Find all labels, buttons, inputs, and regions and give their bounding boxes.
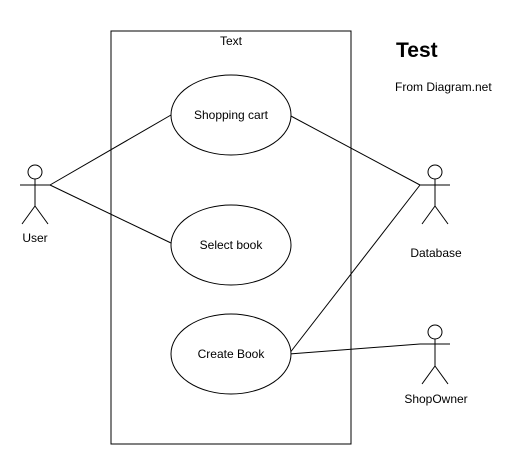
actor-right-leg <box>434 205 449 225</box>
use-case-ellipse <box>170 74 292 156</box>
actor-label-user: User <box>22 231 47 245</box>
actor-left-leg <box>421 365 436 385</box>
use-case-ellipse <box>170 204 292 286</box>
actor-left-leg <box>421 205 436 225</box>
actor-user[interactable] <box>20 164 50 225</box>
use-case-select-book[interactable]: Select book <box>170 204 292 286</box>
actor-head <box>27 164 43 180</box>
diagram-subtitle: From Diagram.net <box>395 80 492 94</box>
use-case-create-book[interactable]: Create Book <box>170 313 292 395</box>
use-case-label-shopping-cart: Shopping cart <box>194 108 269 122</box>
association-create-book-database <box>288 184 421 355</box>
actor-label-shop-owner: ShopOwner <box>404 392 467 406</box>
association-create-book-shopowner <box>288 343 421 355</box>
actor-label-database: Database <box>410 246 462 260</box>
actor-right-leg <box>34 205 49 225</box>
actor-right-leg <box>434 365 449 385</box>
use-case-ellipse <box>170 313 292 395</box>
use-case-shopping-cart[interactable]: Shopping cart <box>170 74 292 156</box>
actor-left-leg <box>21 205 36 225</box>
actor-head <box>427 324 443 340</box>
association-user-select-book <box>49 184 172 244</box>
system-boundary <box>110 30 352 445</box>
use-case-label-select-book: Select book <box>200 238 264 252</box>
actor-head <box>427 164 443 180</box>
system-boundary-label: Text <box>220 34 243 48</box>
use-case-label-create-book: Create Book <box>198 347 266 361</box>
actor-shop-owner[interactable] <box>420 324 450 385</box>
actor-database[interactable] <box>420 164 450 225</box>
association-shopping-cart-database <box>288 114 421 186</box>
associations <box>49 114 421 355</box>
association-user-shopping-cart <box>49 114 172 186</box>
diagram-title: Test <box>396 39 438 62</box>
